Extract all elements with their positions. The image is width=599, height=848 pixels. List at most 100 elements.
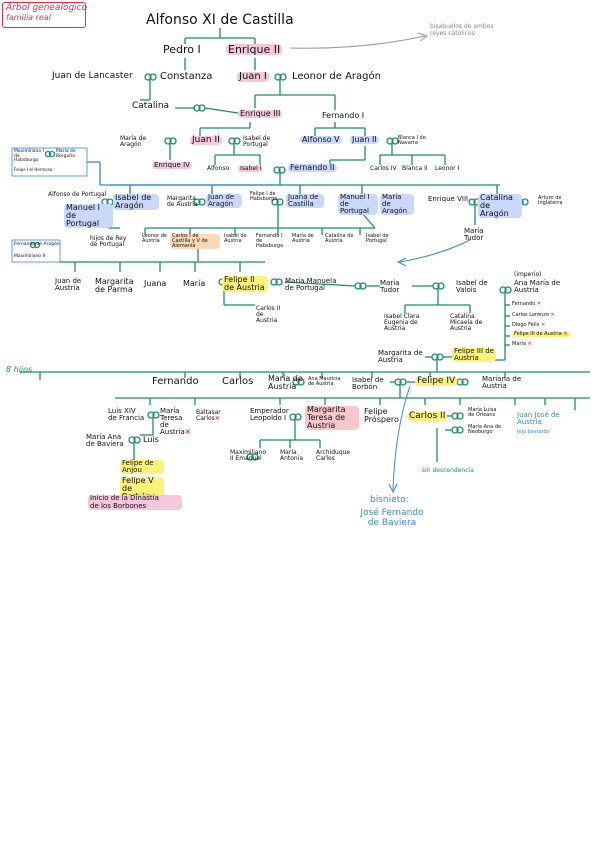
maria-ana-baviera: María Ana de Baviera [86, 433, 124, 448]
inicio-borbones: Inicio de la Dinastía de los Borbones [88, 494, 182, 511]
carlos-ii: Carlos II [407, 411, 448, 421]
luis-xiv: Luis XIV de Francia [108, 407, 145, 422]
blanca-navarra: Blanca I de Navarra [398, 135, 426, 146]
maria-aragon: María de Aragón [120, 135, 147, 148]
fernando-i-habs: Fernando I de Habsburgo [256, 233, 284, 249]
felipe-prospero: Felipe Próspero [364, 407, 399, 424]
luis: Luis [143, 435, 159, 444]
maximiliano-ii: Maximiliano II [14, 254, 46, 259]
biznieto-name: José Fernando de Baviera [360, 508, 424, 529]
margarita-austria: Margarita de Austria [167, 195, 198, 208]
arturo: Arturo de Inglaterra [538, 195, 563, 206]
manuel-i: Manuel I de Portugal [64, 204, 113, 228]
ana-mauricia: Ana Mauricia de Austria [308, 376, 341, 387]
title-line2: familia real [6, 13, 51, 22]
hijos-portugal: hijos de Rey de Portugal [90, 235, 127, 248]
diego-felix: Diego Félix ✕ [512, 322, 546, 328]
felipe-iii: Felipe III de Austria [452, 348, 496, 362]
maximiliano-i: Maximiliano I de Habsburgo [14, 149, 44, 163]
felipe-habsburgo: Felipe I de Habsburgo [250, 191, 278, 202]
mariana-austria: Mariana de Austria [482, 375, 522, 390]
manuel-i-b: Manuel I de Portugal [338, 194, 378, 215]
carlos-iv: Carlos IV [370, 165, 397, 172]
maria-borgona: María de Borgoña [56, 149, 76, 159]
title-frame [2, 2, 86, 28]
margarita-parma: Margarita de Parma [95, 277, 134, 294]
enrique-ii: Enrique II [226, 43, 283, 56]
hijo-bastardo: hijo bastardo [517, 429, 550, 435]
biznieto-label: bisnieto: [370, 495, 409, 505]
maria-tudor-2: María Tudor [380, 279, 400, 294]
fernando-i: Fernando I [322, 111, 365, 120]
title-line1: Árbol genealógico [6, 3, 88, 13]
imperio-note: (imperio) [514, 271, 542, 278]
sin-descendencia: sin descendencia [422, 467, 474, 474]
leonor-aragon: Leonor de Aragón [292, 71, 381, 82]
isabel-clara: Isabel Clara Eugenia de Austria [384, 313, 420, 332]
juan-ii-aragon: Juan II [350, 135, 379, 144]
maria-x: María ✕ [512, 341, 532, 347]
catalina-micaela: Catalina Micaela de Austria [450, 313, 483, 332]
abuelos-note: bisabuelos de ambos reyes católicos [430, 23, 494, 37]
carlos-hijo: Carlos II de Austria [256, 305, 281, 324]
enrique-viii: Enrique VIII [428, 195, 469, 203]
enrique-iii: Enrique III [238, 109, 283, 118]
blanca-ii: Blanca II [402, 165, 428, 172]
maria-tudor: María Tudor [464, 227, 484, 242]
maria-antonia: María Antonia [280, 449, 304, 462]
isabel-aragon: Isabel de Aragón [113, 194, 159, 210]
felipe-anjou: Felipe de Anjou [120, 460, 164, 474]
maria-manuela: María Manuela de Portugal [285, 277, 337, 292]
maria-austria-3: María de Austria [268, 374, 303, 391]
maria-luisa: María Luisa de Orleans [468, 407, 497, 418]
ana-maria: Ana María de Austria [514, 279, 561, 294]
enrique-iv: Enrique IV [152, 161, 192, 169]
pedro-i: Pedro I [163, 43, 201, 56]
baltasar-carlos: Baltasar Carlos✕ [196, 409, 221, 422]
catalina-austria: Catalina de Austria [325, 233, 354, 244]
archiduque-carlos: Archiduque Carlos [316, 449, 351, 462]
margarita-teresa: Margarita Teresa de Austria [305, 406, 359, 430]
maria-austria: María de Austria [292, 233, 314, 244]
fernando-ii: Fernando II [288, 163, 337, 172]
isabel-i: Isabel I [238, 165, 264, 172]
maria: María [183, 279, 206, 288]
isabel-borbon: Isabel de Borbón [352, 376, 384, 391]
ocho-hijos: 8 hijos [6, 365, 33, 374]
maria-ana: María Ana de Neoburgo [468, 424, 501, 435]
carlos: Carlos [222, 376, 254, 387]
juana-castilla: Juana de Castilla [286, 194, 324, 208]
leonor-austria: Leonor de Austria [142, 233, 167, 244]
maria-aragon-2: María de Aragón [380, 194, 414, 215]
felipe-iii-list: Felipe III de Austria ✕ [512, 331, 570, 337]
juan-jose: Juan José de Austria [517, 411, 560, 426]
juan-ii: Juan II [190, 135, 222, 145]
alfonso-v: Alfonso V [300, 135, 342, 144]
leonor-i: Leonor I [435, 165, 460, 172]
juan-aragon: Juan de Aragón [206, 194, 242, 208]
fernando-x: Fernando ✕ [512, 301, 542, 307]
maria-teresa: María Teresa de Austria✕ [160, 407, 191, 436]
fernando: Fernando [152, 376, 199, 387]
juan-i: Juan I [237, 71, 269, 82]
carlos-lorenzo: Carlos Lorenzo ✕ [512, 312, 555, 318]
felipe-hermoso: Felipe I el Hermoso [14, 167, 53, 172]
margarita-austria-2: Margarita de Austria [378, 349, 423, 364]
isabel-portugal: Isabel de Portugal [243, 135, 271, 148]
maximiliano-ii-manuel: Maximiliano II Emanuel [230, 449, 267, 462]
alfonso-xi: Alfonso XI de Castilla [146, 12, 294, 28]
alfonso: Alfonso [207, 165, 230, 172]
felipe-ii: Felipe II de Austria [222, 276, 268, 292]
juan-austria: Juan de Austria [55, 277, 82, 292]
isabel-austria: Isabel de Austria [224, 233, 247, 244]
felipe-iv: Felipe IV [415, 376, 458, 386]
isabel-valois: Isabel de Valois [456, 279, 488, 294]
alfonso-portugal: Alfonso de Portugal [48, 191, 107, 198]
catalina-aragon: Catalina de Aragón [478, 194, 522, 218]
catalina: Catalina [132, 101, 170, 111]
fernando-aragon: Fernando de Aragón [14, 242, 60, 247]
isabel-portugal-2: Isabel de Portugal [366, 233, 389, 244]
constanza: Constanza [160, 71, 213, 82]
carlos-v: Carlos I de Castilla y V de Alemania [170, 234, 220, 249]
